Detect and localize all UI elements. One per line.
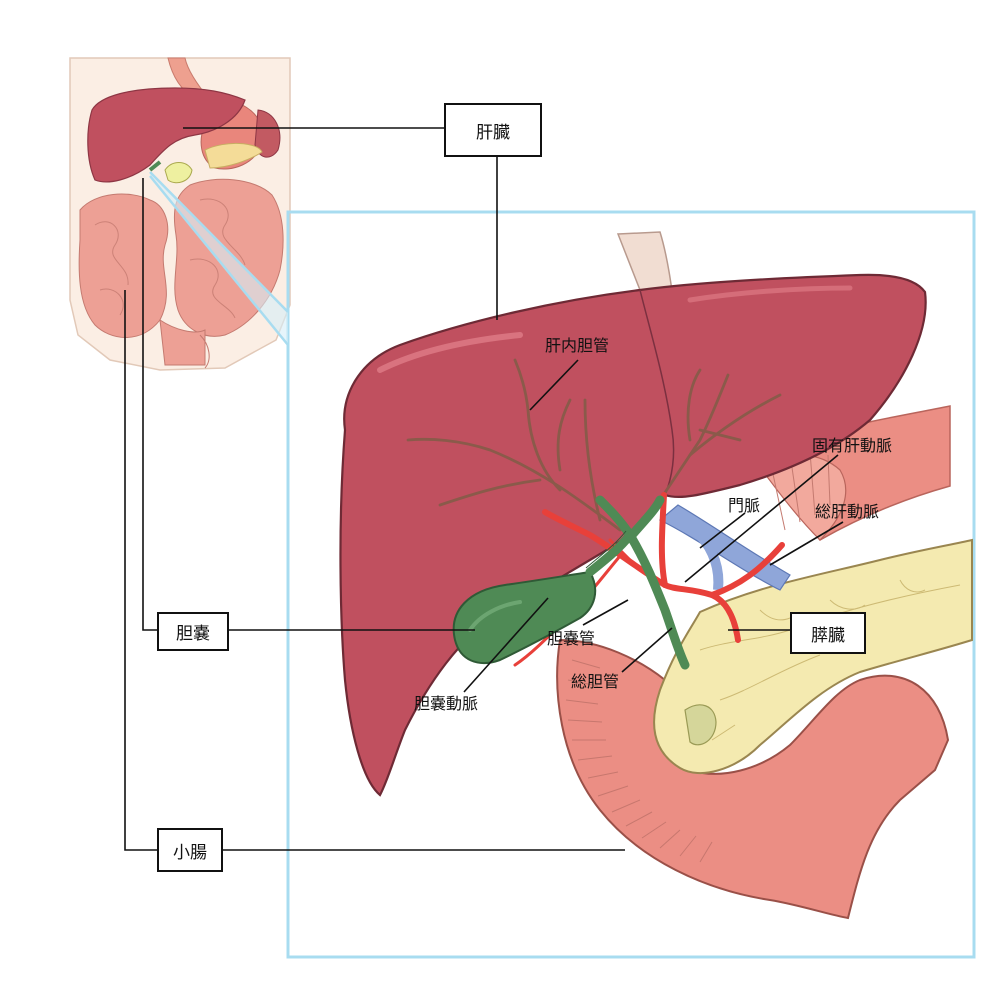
detailed-illustration xyxy=(339,231,973,920)
gallbladder-label: 胆嚢 xyxy=(157,612,229,651)
leader-lines xyxy=(124,127,844,851)
common-bile-duct-label: 総胆管 xyxy=(571,672,620,691)
intrahepatic-bile-duct-label: 肝内胆管 xyxy=(545,336,610,355)
cystic-artery-label: 胆嚢動脈 xyxy=(414,694,479,713)
liver-label: 肝臓 xyxy=(444,103,542,157)
zoom-indicator xyxy=(149,171,289,346)
proper-hepatic-artery-label: 固有肝動脈 xyxy=(812,436,893,455)
pancreas-label: 膵臓 xyxy=(790,612,866,654)
small-intestine-label: 小腸 xyxy=(157,828,223,872)
portal-vein-label: 門脈 xyxy=(728,496,761,515)
zoom-frame xyxy=(286,210,976,959)
cystic-duct-label: 胆嚢管 xyxy=(547,629,596,648)
common-hepatic-artery-label: 総肝動脈 xyxy=(815,502,880,521)
